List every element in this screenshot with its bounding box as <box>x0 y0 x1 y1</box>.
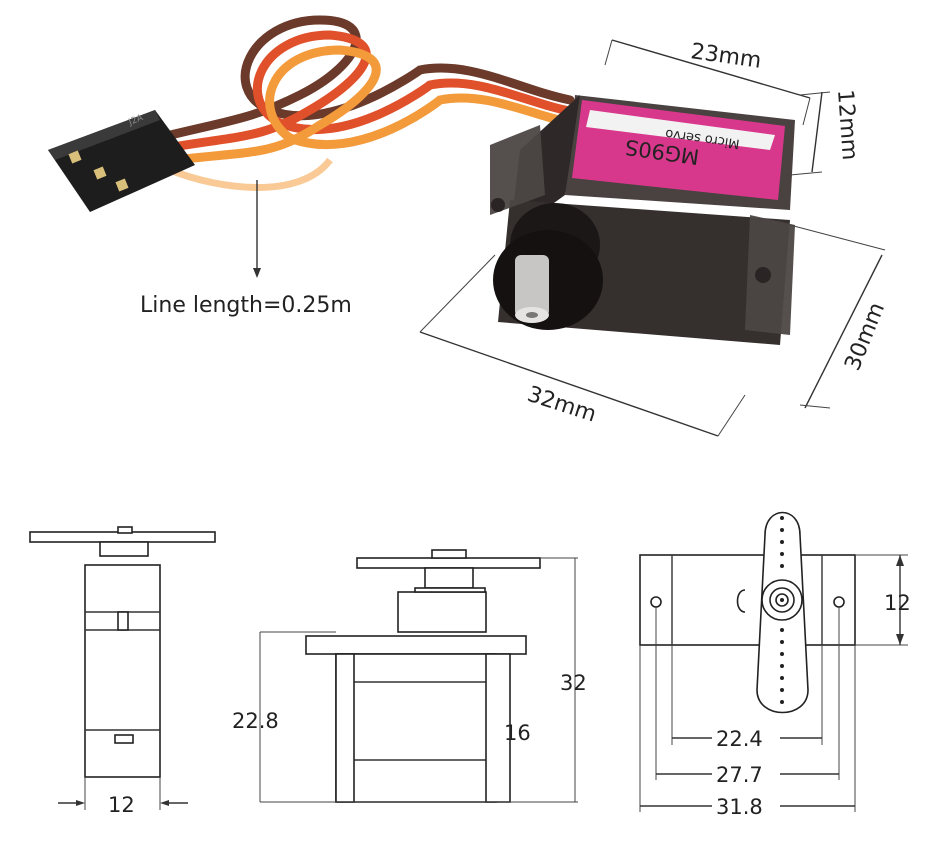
front-body-height-label: 22.8 <box>232 709 279 733</box>
dim-height-label: 12mm <box>832 89 862 161</box>
front-view-drawing: 22.8 16 32 <box>232 549 587 803</box>
dim-top-label: 23mm <box>689 39 763 74</box>
top-holes-label: 22.4 <box>716 727 763 751</box>
servo-cable <box>145 15 585 191</box>
front-inner-height-label: 16 <box>504 721 531 745</box>
dim-front-label: 32mm <box>524 382 599 428</box>
top-height-label: 12 <box>884 591 911 615</box>
servo-photo: MG90S Micro servo <box>490 95 795 345</box>
side-view-drawing: 12 <box>29 526 216 817</box>
top-flange-label: 27.7 <box>716 763 763 787</box>
top-overall-label: 31.8 <box>716 795 763 819</box>
top-view-drawing: 12 22.4 27.7 31.8 <box>639 511 911 819</box>
servo-connector: J2A <box>48 110 195 212</box>
dim-side-label: 30mm <box>840 299 890 374</box>
line-length-label: Line length=0.25m <box>140 293 352 318</box>
front-total-height-label: 32 <box>560 671 587 695</box>
side-width-label: 12 <box>108 793 135 817</box>
